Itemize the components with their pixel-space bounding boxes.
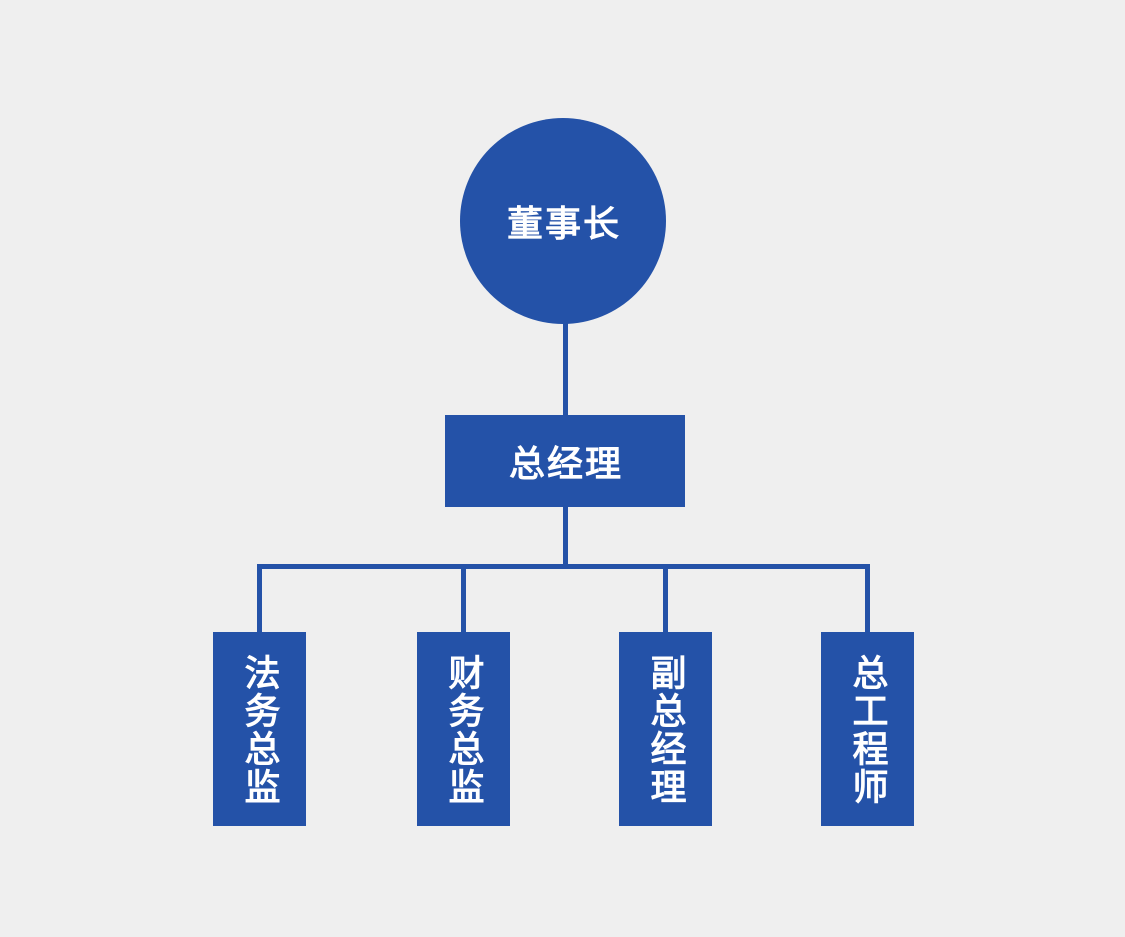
node-finance-director-label: 财务总监 — [443, 654, 485, 806]
connector-drop-deputy-general-manager — [663, 566, 668, 634]
node-chairman-label: 董事长 — [506, 203, 621, 244]
connector-drop-finance-director — [461, 566, 466, 634]
connector-drop-chief-engineer — [865, 566, 870, 634]
node-chairman: 董事长 — [460, 118, 666, 324]
node-chief-engineer-label: 总工程师 — [847, 654, 889, 806]
node-general-manager-label: 总经理 — [508, 443, 623, 484]
node-chief-engineer: 总工程师 — [821, 632, 914, 826]
node-general-manager: 总经理 — [445, 415, 685, 507]
node-legal-director-label: 法务总监 — [239, 654, 281, 806]
node-legal-director: 法务总监 — [213, 632, 306, 826]
connector-drop-legal-director — [257, 566, 262, 634]
connector-manager-to-bus — [563, 505, 568, 567]
node-deputy-general-manager-label: 副总经理 — [645, 654, 687, 806]
node-finance-director: 财务总监 — [417, 632, 510, 826]
connector-horizontal-bus — [257, 564, 870, 569]
node-deputy-general-manager: 副总经理 — [619, 632, 712, 826]
connector-root-to-manager — [563, 321, 568, 417]
